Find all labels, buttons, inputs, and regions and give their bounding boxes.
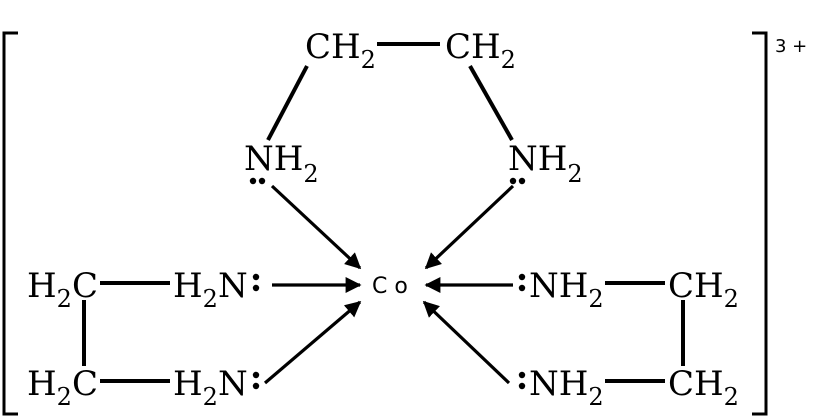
svg-text:NH2: NH2 xyxy=(244,139,319,188)
left-upper-h2n: H2N xyxy=(173,266,260,313)
top-left-ch2: CH2 xyxy=(305,27,376,74)
arrow-upper-left xyxy=(270,184,362,270)
top-right-ch2: CH2 xyxy=(445,27,516,74)
svg-text:CH2: CH2 xyxy=(668,266,739,313)
arrow-upper-right xyxy=(424,184,515,270)
charge-label: 3 + xyxy=(775,36,807,57)
left-lower-h2c: H2C xyxy=(27,364,98,411)
right-lower-ch2: CH2 xyxy=(668,364,739,411)
arrow-lower-right xyxy=(422,300,511,385)
left-lower-h2n: H2N xyxy=(173,364,260,411)
upper-right-nh2: NH2 xyxy=(508,139,583,188)
arrow-lower-left xyxy=(263,300,362,385)
svg-text:H2N: H2N xyxy=(173,266,248,313)
left-upper-h2c: H2C xyxy=(27,266,98,313)
upper-left-nh2: NH2 xyxy=(244,139,319,188)
cobalt-center: C o xyxy=(372,274,408,299)
top-right-c-n-bond xyxy=(468,65,514,141)
top-left-c-n-bond xyxy=(266,65,309,141)
svg-text:H2C: H2C xyxy=(27,266,98,313)
svg-text:H2N: H2N xyxy=(173,364,248,411)
svg-text:CH2: CH2 xyxy=(305,27,376,74)
svg-text:CH2: CH2 xyxy=(668,364,739,411)
svg-text:NH2: NH2 xyxy=(529,266,604,313)
right-bracket xyxy=(752,31,768,416)
svg-text:NH2: NH2 xyxy=(508,139,583,188)
left-bracket xyxy=(2,31,18,416)
svg-text:NH2: NH2 xyxy=(529,364,604,411)
svg-text:H2C: H2C xyxy=(27,364,98,411)
svg-text:CH2: CH2 xyxy=(445,27,516,74)
right-lower-nh2: NH2 xyxy=(518,364,604,411)
right-upper-ch2: CH2 xyxy=(668,266,739,313)
right-upper-nh2: NH2 xyxy=(518,266,604,313)
